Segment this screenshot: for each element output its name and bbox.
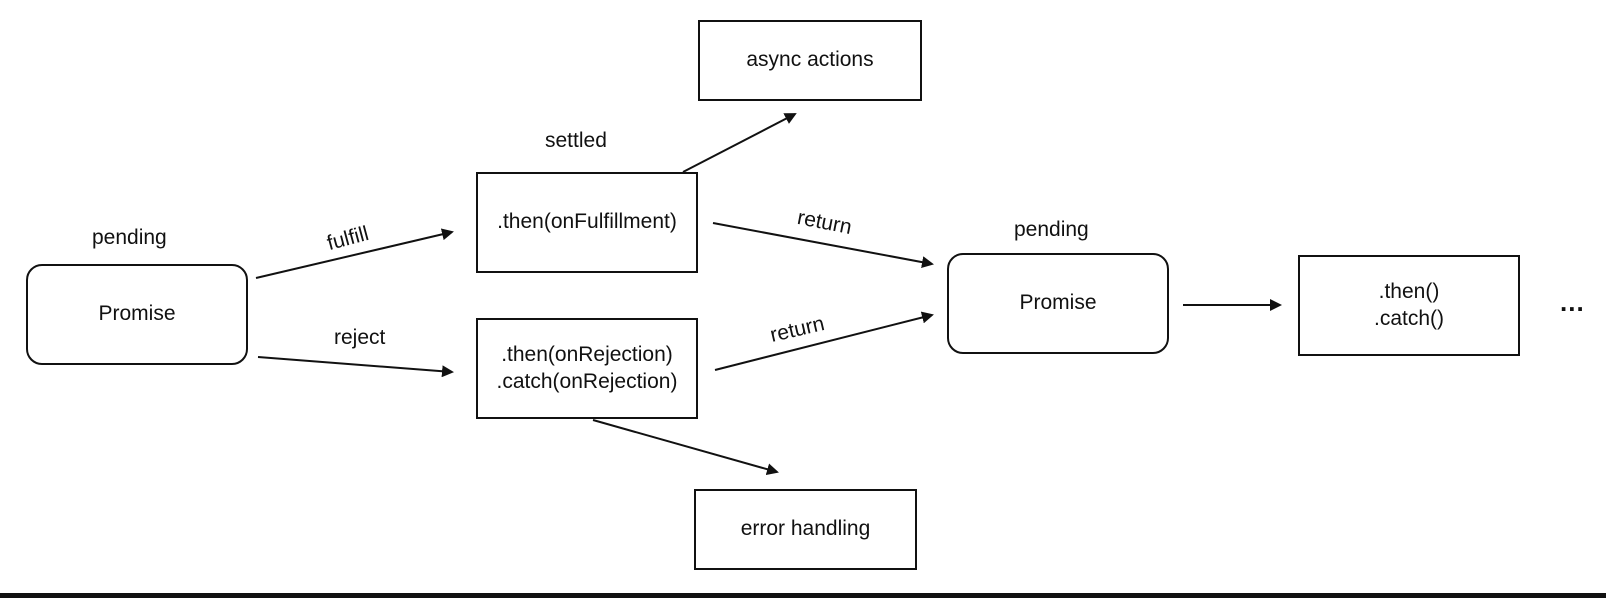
fulfill-arrow [255,228,454,279]
promise-left-node: Promise [26,264,248,365]
reject-arrow [257,356,454,378]
async-actions-node: async actions [698,20,922,101]
then-catch-rejection-node: .then(onRejection) .catch(onRejection) [476,318,698,419]
promise-right-node: Promise [947,253,1169,354]
settled-label: settled [545,129,607,152]
error-handling-arrow [592,419,779,476]
pending-right-label: pending [1014,218,1089,241]
error-handling-node: error handling [694,489,917,570]
pending-left-label: pending [92,226,167,249]
return-bottom-arrow [714,311,934,371]
async-actions-arrow [682,113,797,173]
then-catch-node: .then() .catch() [1298,255,1520,356]
reject-label: reject [334,326,386,349]
then-fulfillment-node: .then(onFulfillment) [476,172,698,273]
return-top-arrow [712,222,934,269]
continuation-ellipsis: ... [1560,287,1585,317]
